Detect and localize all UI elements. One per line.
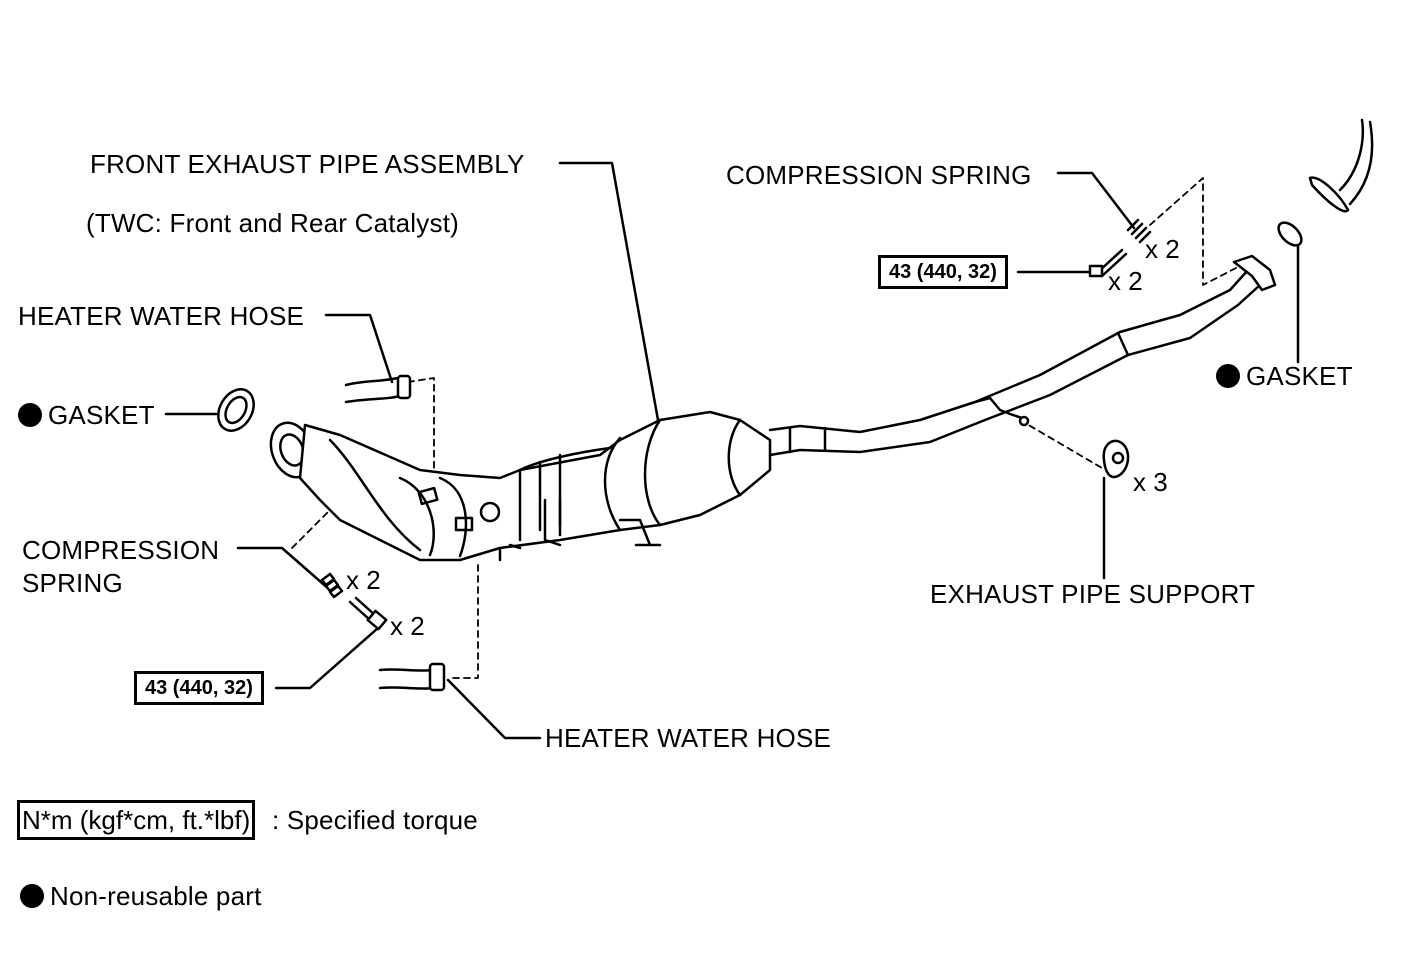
main-pipe: [768, 254, 1277, 457]
spring-left-part: [320, 572, 388, 631]
gasket-left-label: GASKET: [18, 400, 155, 430]
compression-spring-right-label: COMPRESSION SPRING: [726, 160, 1032, 190]
legend-torque-desc: : Specified torque: [272, 805, 478, 835]
compression-spring-left-label-2: SPRING: [22, 568, 123, 598]
nonreusable-dot-icon: [20, 884, 44, 908]
gasket-right-text: GASKET: [1246, 361, 1353, 391]
nonreusable-dot-icon: [18, 403, 42, 427]
compression-spring-left-label-1: COMPRESSION: [22, 535, 220, 565]
front-pipe-note: (TWC: Front and Rear Catalyst): [86, 208, 459, 238]
front-pipe-label: FRONT EXHAUST PIPE ASSEMBLY: [90, 149, 525, 179]
bolt-left-qty: x 2: [390, 611, 425, 641]
spring-left-qty: x 2: [346, 565, 381, 595]
dashed-lines: [291, 177, 1237, 679]
heater-hose-lower-label: HEATER WATER HOSE: [545, 723, 832, 753]
legend-torque-unit: N*m (kgf*cm, ft.*lbf): [17, 800, 256, 840]
catalyst-body: [269, 410, 772, 562]
heater-hose-upper-label: HEATER WATER HOSE: [18, 301, 305, 331]
gasket-right-part: [1277, 221, 1303, 247]
nonreusable-dot-icon: [1216, 364, 1240, 388]
leader-lines: [164, 161, 1300, 740]
exhaust-support-label: EXHAUST PIPE SUPPORT: [930, 579, 1256, 609]
gasket-left-part: [217, 388, 255, 432]
gasket-left-text: GASKET: [48, 400, 155, 430]
exhaust-support-part: [1102, 439, 1130, 479]
tail-pipe-fragment: [1308, 118, 1374, 213]
torque-left-box: 43 (440, 32): [134, 671, 264, 705]
gasket-right-label: GASKET: [1216, 361, 1353, 391]
legend-nonreusable-text: Non-reusable part: [50, 881, 262, 911]
bolt-right-qty: x 2: [1108, 266, 1143, 296]
heater-hose-lower-part: [378, 662, 446, 692]
spring-right-part: [1088, 218, 1152, 278]
heater-hose-upper-part: [344, 374, 412, 404]
spring-right-qty: x 2: [1145, 234, 1180, 264]
legend-nonreusable: Non-reusable part: [20, 881, 262, 911]
support-qty: x 3: [1133, 467, 1168, 497]
torque-right-box: 43 (440, 32): [878, 255, 1008, 289]
